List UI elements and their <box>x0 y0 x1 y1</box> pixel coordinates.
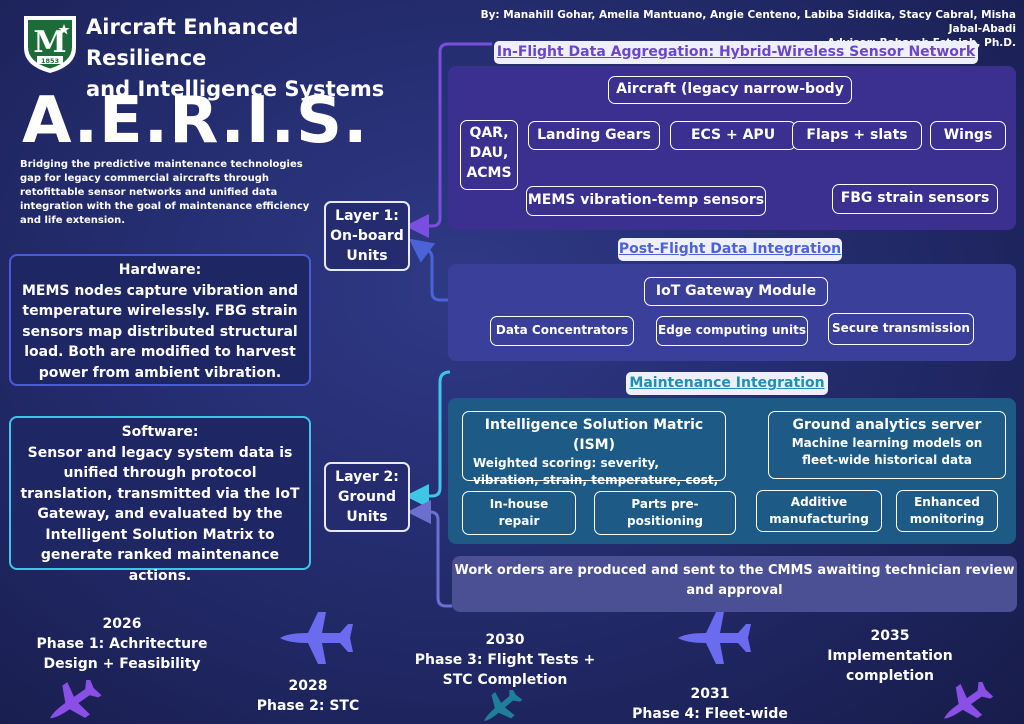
software-body: Sensor and legacy system data is unified… <box>20 444 300 584</box>
authors-text: By: Manahill Gohar, Amelia Mantuano, Ang… <box>480 9 1016 35</box>
acronym-heading: A.E.R.I.S. <box>22 84 369 158</box>
maintenance-header: Maintenance Integration <box>626 372 828 395</box>
airplane-icon <box>678 612 751 664</box>
additive-manufacturing-node: Additive manufacturing <box>756 490 882 532</box>
fbg-sensor-node: FBG strain sensors <box>832 184 998 214</box>
timeline-year: 2026 <box>102 616 142 632</box>
timeline-label: Phase 2: STC <box>256 698 360 714</box>
inflight-header: In-Flight Data Aggregation: Hybrid-Wirel… <box>494 41 978 64</box>
layer1-label: Layer 1: On-board Units <box>324 201 410 271</box>
iot-gateway-node: IoT Gateway Module <box>644 277 828 306</box>
parts-prepositioning-node: Parts pre-positioning <box>594 491 736 535</box>
mems-sensor-node: MEMS vibration-temp sensors <box>526 186 766 216</box>
timeline-phase-4: 2031 Phase 4: Fleet-wide <box>620 684 800 724</box>
timeline-year: 2035 <box>870 628 910 644</box>
secure-transmission-node: Secure transmission <box>828 313 974 345</box>
poster-title: Aircraft Enhanced Resilience and Intelli… <box>86 12 426 105</box>
timeline-year: 2030 <box>485 632 525 648</box>
airplane-icon <box>50 680 102 719</box>
server-title: Ground analytics server <box>792 417 982 433</box>
timeline-phase-2: 2028 Phase 2: STC <box>248 676 368 716</box>
hardware-box: Hardware: MEMS nodes capture vibration a… <box>9 254 311 386</box>
airplane-icon <box>280 612 353 664</box>
software-title: Software: <box>121 424 199 440</box>
svg-text:M: M <box>33 25 66 60</box>
title-line-1: Aircraft Enhanced Resilience <box>86 15 299 70</box>
ground-server-node: Ground analytics server Machine learning… <box>768 411 1006 479</box>
edge-computing-node: Edge computing units <box>656 316 808 346</box>
landing-gears-node: Landing Gears <box>528 121 660 150</box>
flaps-slats-node: Flaps + slats <box>792 121 922 150</box>
svg-text:1853: 1853 <box>41 57 59 65</box>
work-orders-box: Work orders are produced and sent to the… <box>452 556 1017 612</box>
ism-title: Intelligence Solution Matric (ISM) <box>484 417 704 453</box>
timeline-year: 2031 <box>690 686 730 702</box>
aircraft-node: Aircraft (legacy narrow-body <box>608 76 852 104</box>
ism-node: Intelligence Solution Matric (ISM) Weigh… <box>462 411 726 504</box>
inhouse-repair-node: In-house repair <box>462 491 576 535</box>
airplane-icon <box>944 682 994 719</box>
ecs-apu-node: ECS + APU <box>670 121 796 150</box>
hardware-body: MEMS nodes capture vibration and tempera… <box>21 282 299 381</box>
data-concentrators-node: Data Concentrators <box>490 316 634 346</box>
wings-node: Wings <box>930 121 1006 150</box>
timeline-label: Phase 4: Fleet-wide <box>632 706 788 722</box>
timeline-phase-1: 2026 Phase 1: Achritecture Design + Feas… <box>34 614 210 674</box>
postflight-header: Post-Flight Data Integration <box>618 238 842 261</box>
server-body: Machine learning models on fleet-wide hi… <box>791 436 983 467</box>
layer2-label: Layer 2: Ground Units <box>324 462 410 532</box>
timeline-label: Phase 1: Achritecture Design + Feasibili… <box>36 636 208 672</box>
timeline-label: Implementation completion <box>827 648 953 684</box>
timeline-label: Phase 3: Flight Tests + STC Completion <box>414 652 596 688</box>
airplane-icon <box>484 690 523 722</box>
enhanced-monitoring-node: Enhanced monitoring <box>896 490 998 532</box>
legacy-systems-node: QAR, DAU, ACMS <box>460 120 518 190</box>
tagline: Bridging the predictive maintenance tech… <box>20 159 310 226</box>
software-box: Software: Sensor and legacy system data … <box>9 416 311 584</box>
hardware-title: Hardware: <box>118 262 202 278</box>
title-line-2: and Intelligence Systems <box>86 77 385 101</box>
timeline-phase-3: 2030 Phase 3: Flight Tests + STC Complet… <box>412 630 598 690</box>
timeline-completion: 2035 Implementation completion <box>810 626 970 686</box>
timeline-year: 2028 <box>288 678 328 694</box>
university-shield-logo-icon: M 1853 <box>24 16 76 73</box>
